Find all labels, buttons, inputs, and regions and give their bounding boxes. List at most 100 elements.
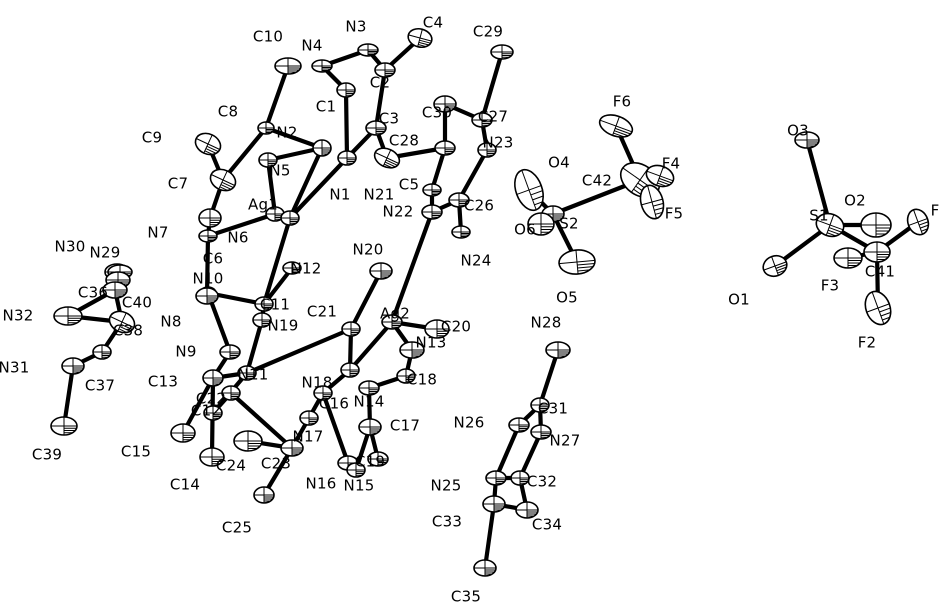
ellipsoid-hatch — [118, 328, 127, 333]
atom-c23 — [280, 439, 304, 457]
bond-c6-n6 — [205, 211, 278, 239]
atom-n8 — [195, 287, 219, 305]
atom-label-s2: S2 — [559, 215, 578, 233]
bond-n28-c31 — [537, 347, 561, 408]
atom-label-o6: O6 — [514, 221, 536, 239]
ellipsoid-hatch — [530, 190, 543, 196]
atom-label-n17: N17 — [293, 428, 324, 446]
atom-label-f2: F2 — [858, 334, 877, 352]
ellipsoid-hatch — [827, 229, 840, 235]
atom-label-c23: C23 — [261, 455, 291, 473]
atom-label-n7: N7 — [147, 224, 168, 242]
atom-label-c7: C7 — [168, 175, 188, 193]
atom-c27 — [471, 112, 493, 128]
atom-c31 — [530, 397, 550, 413]
atom-c25 — [253, 486, 275, 504]
atom-label-n16: N16 — [306, 475, 337, 493]
atom-label-c18: C18 — [407, 371, 437, 389]
bond-c29-c27 — [479, 49, 505, 123]
ellipsoid-axis — [913, 209, 923, 235]
atom-c19 — [367, 451, 389, 467]
atom-label-n14: N14 — [354, 393, 385, 411]
bond-n16-c16 — [320, 390, 351, 466]
atom-c26 — [448, 192, 470, 208]
atom-label-c21: C21 — [307, 303, 337, 321]
ellipsoid-axis — [521, 170, 537, 210]
atom-label-n26: N26 — [454, 414, 485, 432]
ellipsoid-hatch — [220, 184, 232, 190]
atom-n2 — [312, 139, 332, 157]
atom-label-c17: C17 — [390, 417, 420, 435]
ellipsoid-hatch — [577, 262, 595, 266]
atom-o5 — [558, 249, 596, 275]
bond-n1-ag1 — [287, 155, 350, 221]
ellipsoid-hatch — [828, 227, 842, 233]
bond-c33-c35 — [482, 501, 497, 571]
atom-c16 — [313, 385, 333, 401]
atom-label-f4: F4 — [662, 155, 681, 173]
ellipsoid-axis — [825, 214, 835, 236]
bond-c10-c8 — [263, 63, 291, 131]
atom-label-c25: C25 — [222, 519, 252, 537]
atom-label-n28: N28 — [531, 314, 562, 332]
atom-label-c3: C3 — [379, 110, 399, 128]
atom-c41 — [863, 241, 891, 263]
atom-n23 — [477, 142, 497, 158]
ellipsoid-hatch — [219, 186, 228, 191]
atom-label-c42: C42 — [582, 172, 612, 190]
bond-c21-n11 — [244, 326, 354, 376]
atom-n1 — [337, 150, 357, 166]
atom-o6 — [527, 212, 555, 236]
ellipsoid-hatch — [920, 224, 929, 229]
atom-label-n13: N13 — [416, 334, 447, 352]
ellipsoid-hatch — [206, 145, 219, 153]
bond-n31-c39 — [61, 363, 76, 429]
atom-c21 — [341, 321, 361, 337]
bond-n1-c1 — [343, 87, 350, 161]
atom-c13 — [202, 369, 224, 387]
ellipsoid-hatch — [921, 228, 928, 232]
ellipsoid-hatch — [120, 323, 133, 331]
atom-label-o4: O4 — [548, 154, 570, 172]
atom-label-n18: N18 — [302, 374, 333, 392]
ellipsoid-axis — [656, 166, 664, 186]
atom-label-n3: N3 — [345, 18, 366, 36]
atom-label-c15: C15 — [121, 443, 151, 461]
ellipsoid-hatch — [918, 221, 929, 226]
atom-label-f3: F3 — [821, 277, 840, 295]
atom-label-c8: C8 — [218, 103, 238, 121]
atom-label-n5: N5 — [269, 162, 290, 180]
atom-label-n23: N23 — [483, 134, 514, 152]
bond-c6-n8 — [204, 233, 211, 299]
atom-label-c36: C36 — [78, 284, 108, 302]
atom-label-n15: N15 — [344, 477, 375, 495]
atom-n11 — [237, 365, 257, 381]
atom-c33 — [482, 495, 506, 513]
atom-label-f6: F6 — [613, 93, 632, 111]
ellipsoid-hatch — [777, 269, 786, 274]
atom-c2 — [374, 62, 396, 78]
bond-n27-c32 — [517, 429, 544, 481]
atom-label-c39: C39 — [32, 446, 62, 464]
atom-c4 — [407, 27, 433, 49]
atom-f3 — [833, 247, 863, 269]
atom-label-n29: N29 — [90, 244, 121, 262]
atom-label-c32: C32 — [527, 473, 557, 491]
atom-c3 — [365, 120, 387, 136]
atom-f2 — [864, 290, 892, 326]
bond-n6-n5 — [265, 157, 278, 217]
atom-label-c28: C28 — [389, 132, 419, 150]
atom-label-c38: C38 — [113, 322, 143, 340]
atom-c15 — [170, 423, 196, 443]
ellipsoid-hatch — [882, 316, 890, 321]
atom-label-c4: C4 — [423, 14, 443, 32]
ellipsoid-hatch — [614, 127, 631, 135]
ellipsoid-axis — [575, 250, 579, 274]
ellipsoid-hatch — [775, 263, 787, 269]
ellipsoid-axis — [417, 29, 423, 47]
ellipsoid-axis — [647, 185, 657, 219]
atom-c10 — [274, 57, 302, 75]
atom-o1 — [762, 254, 788, 278]
